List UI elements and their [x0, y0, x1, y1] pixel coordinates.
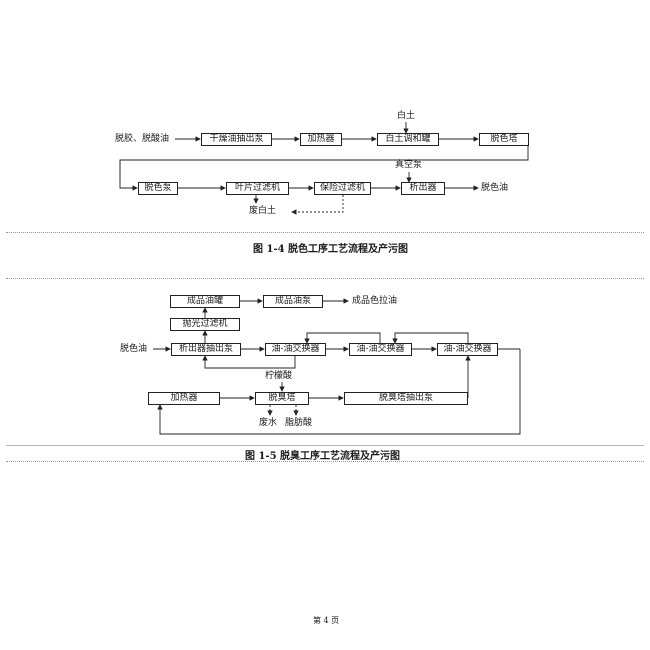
- page-number: 第 4 页: [313, 616, 340, 625]
- box-oil-exchanger-3: 油-油交换器: [437, 343, 498, 356]
- separator-rule: [6, 278, 644, 279]
- box-heater: 加热器: [148, 392, 220, 405]
- box-separator: 析出器: [401, 182, 445, 195]
- box-decolor-pump: 脱色泵: [138, 182, 178, 195]
- box-decolor-tower: 脱色塔: [479, 133, 529, 146]
- vacuum-pump-label: 真空泵: [395, 160, 423, 170]
- box-product-pump: 成品油泵: [263, 295, 323, 308]
- box-deodor-tower: 脱臭塔: [255, 392, 309, 405]
- waste-water-label: 废水: [259, 418, 278, 428]
- box-polish-filter: 抛光过滤机: [170, 318, 240, 331]
- separator-rule: [6, 445, 644, 446]
- separator-rule: [6, 232, 644, 233]
- waste-clay-label: 废白土: [249, 206, 277, 216]
- fatty-acid-label: 脂肪酸: [285, 418, 313, 428]
- box-drying-pump: 干燥油抽出泵: [201, 133, 272, 146]
- output-label: 脱色油: [481, 183, 509, 193]
- box-deodor-pump: 脱臭塔抽出泵: [344, 392, 468, 405]
- box-safety-filter: 保险过滤机: [314, 182, 371, 195]
- input-label: 脱胶、脱酸油: [115, 134, 170, 144]
- box-oil-exchanger-2: 油-油交换器: [349, 343, 412, 356]
- separator-rule: [6, 461, 644, 462]
- box-clay-mix-tank: 白土调和罐: [377, 133, 439, 146]
- box-heater: 加热器: [300, 133, 342, 146]
- figure-caption-1: 图 1-4 脱色工序工艺流程及产污图: [253, 244, 409, 255]
- box-oil-exchanger-1: 油-油交换器: [265, 343, 326, 356]
- input-label: 脱色油: [120, 344, 148, 354]
- output-label: 成品色拉油: [352, 296, 398, 306]
- box-leaf-filter: 叶片过滤机: [226, 182, 289, 195]
- citric-acid-label: 柠檬酸: [265, 371, 293, 381]
- box-separator-pump: 析出器抽出泵: [171, 343, 241, 356]
- white-clay-label: 白土: [397, 111, 416, 121]
- figure-caption-2: 图 1-5 脱臭工序工艺流程及产污图: [245, 451, 401, 462]
- box-product-tank: 成品油罐: [170, 295, 240, 308]
